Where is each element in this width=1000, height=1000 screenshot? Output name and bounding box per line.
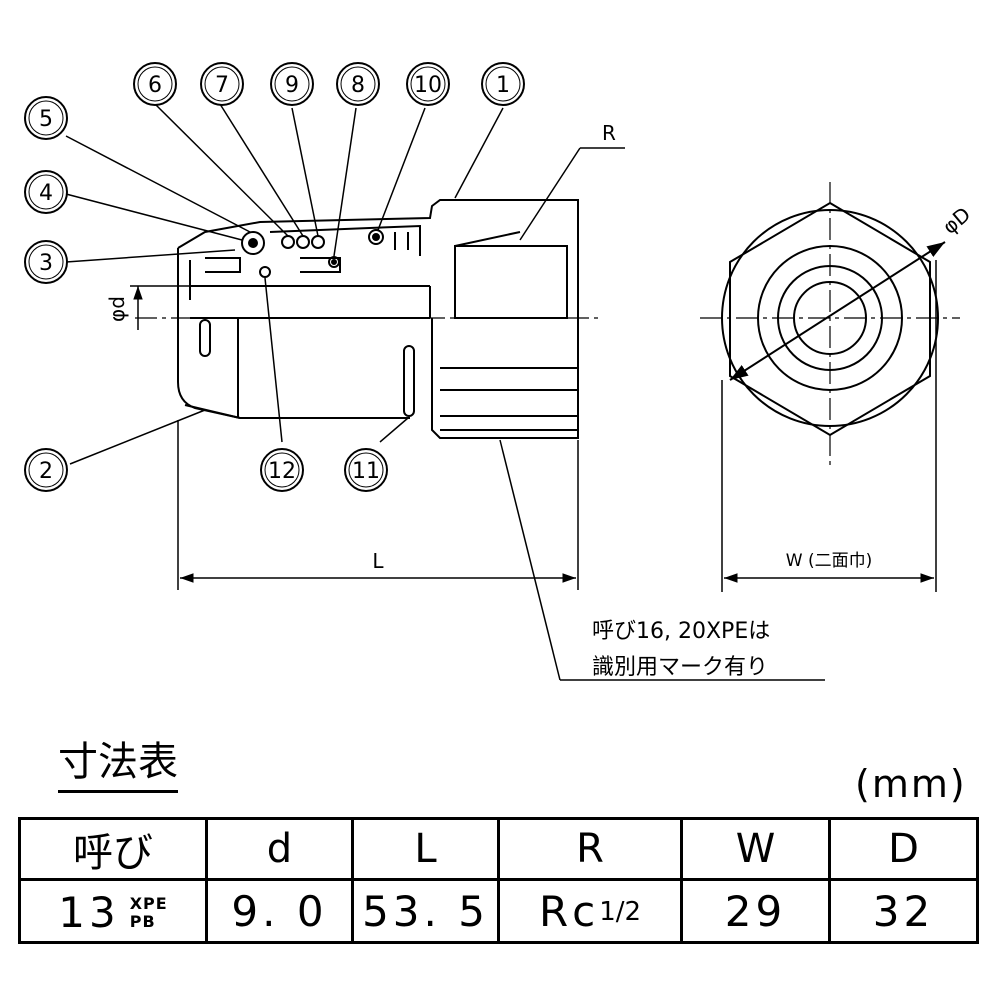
front-hex-view (700, 182, 960, 466)
seal-components (241, 229, 384, 278)
svg-text:10: 10 (414, 73, 442, 98)
callout-7: 7 (200, 62, 244, 106)
callout-3: 3 (24, 240, 68, 284)
thread-prefix: Rc (538, 886, 600, 936)
callout-8: 8 (336, 62, 380, 106)
cell-D: 32 (828, 878, 979, 944)
technical-drawing: 6 7 9 8 10 1 5 4 3 2 12 11 R φd φD L W (… (24, 62, 975, 681)
note-line-1: 呼び16, 20XPEは (592, 619, 771, 644)
callout-12: 12 (260, 448, 304, 492)
cell-R: Rc1/2 (497, 878, 683, 944)
callout-6: 6 (133, 62, 177, 106)
identification-note: 呼び16, 20XPEは 識別用マーク有り (592, 614, 770, 686)
nut-outline (177, 199, 579, 439)
dim-label-W: W (二面巾) (786, 551, 872, 571)
callout-2: 2 (24, 448, 68, 492)
material-xpe: XPE (129, 893, 168, 913)
dimension-lines (130, 147, 937, 681)
svg-text:8: 8 (351, 73, 365, 98)
header-D: D (828, 817, 979, 881)
svg-text:12: 12 (268, 459, 296, 484)
header-size: 呼び (18, 817, 208, 881)
table-title: 寸法表 (58, 738, 178, 793)
callout-11: 11 (344, 448, 388, 492)
header-d: d (205, 817, 354, 881)
cell-L: 53. 5 (351, 878, 500, 944)
cell-d: 9. 0 (205, 878, 354, 944)
cell-W: 29 (680, 878, 831, 944)
svg-text:3: 3 (39, 251, 53, 276)
svg-text:7: 7 (215, 73, 229, 98)
svg-text:4: 4 (39, 181, 53, 206)
dim-label-phi-d: φd (105, 296, 129, 322)
callout-9: 9 (270, 62, 314, 106)
body-outline (177, 248, 410, 419)
material-pb: PB (129, 911, 156, 931)
svg-text:2: 2 (39, 459, 53, 484)
thread-size: 1/2 (599, 896, 642, 927)
svg-text:6: 6 (148, 73, 162, 98)
callout-4: 4 (24, 170, 68, 214)
callout-1: 1 (481, 62, 525, 106)
size-value: 13 (58, 888, 120, 937)
header-W: W (680, 817, 831, 881)
header-L: L (351, 817, 500, 881)
dim-label-phi-D: φD (938, 202, 975, 239)
svg-text:1: 1 (496, 73, 510, 98)
unit-label: (mm) (855, 762, 967, 806)
callout-balloons: 6 7 9 8 10 1 5 4 3 2 12 11 (24, 62, 525, 492)
note-line-2: 識別用マーク有り (592, 655, 769, 680)
callout-5: 5 (24, 96, 68, 140)
side-section-view (135, 199, 600, 439)
header-R: R (497, 817, 683, 881)
callout-10: 10 (406, 62, 450, 106)
callout-leaders (65, 103, 504, 465)
svg-text:11: 11 (352, 459, 380, 484)
dim-label-R: R (602, 121, 616, 145)
svg-text:5: 5 (39, 107, 53, 132)
svg-text:9: 9 (285, 73, 299, 98)
dim-label-L: L (372, 549, 384, 573)
table-header-row: 呼び d L R W D (18, 817, 979, 881)
